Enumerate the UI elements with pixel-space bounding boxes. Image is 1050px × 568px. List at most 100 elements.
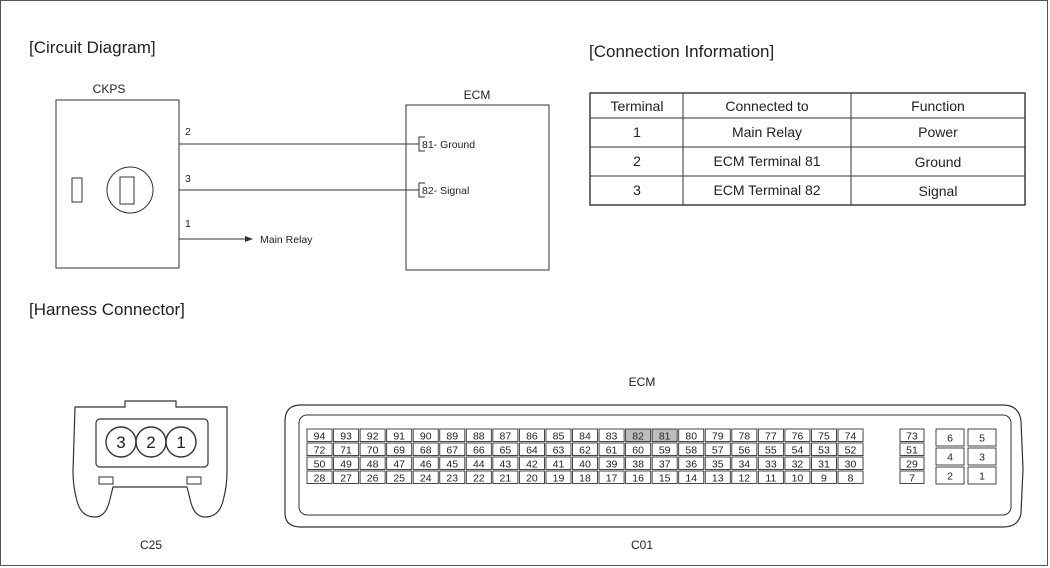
c01-pin-cell <box>899 470 925 484</box>
c01-pin-label: 53 <box>818 444 830 456</box>
c01-pin-label: 67 <box>446 444 458 456</box>
c01-pin-cell <box>784 442 811 456</box>
c01-pin-label: 17 <box>606 472 618 484</box>
ecm-pin-82-bracket <box>418 182 425 198</box>
c01-pin-label: 38 <box>632 458 644 470</box>
c01-pin-label: 58 <box>685 444 697 456</box>
c01-pin-label: 91 <box>393 430 405 442</box>
c01-pin-cell <box>572 470 598 484</box>
c01-pin-label: 48 <box>367 458 379 470</box>
c01-pin-label: 1 <box>979 471 985 483</box>
c01-pin-cell <box>678 442 705 456</box>
c01-pin-cell <box>757 470 784 484</box>
c01-label: C01 <box>631 538 653 552</box>
c01-pin-cell <box>518 442 545 456</box>
c01-pin-cell <box>651 442 678 456</box>
arrow-head-icon <box>245 236 253 242</box>
ckps-sensor-circle <box>106 166 154 214</box>
c01-pin-label: 62 <box>579 444 591 456</box>
c01-pin-cell <box>704 442 731 456</box>
c25-label: C25 <box>140 538 162 552</box>
c01-pin-cell <box>545 442 572 456</box>
c01-pin-label: 49 <box>340 458 352 470</box>
table-cell: 3 <box>633 182 641 198</box>
c01-pin-label: 85 <box>553 430 565 442</box>
c01-pin-label: 8 <box>848 472 854 484</box>
c01-pin-cell <box>439 470 466 484</box>
c01-pin-cell <box>492 470 519 484</box>
c01-pin-cell <box>598 470 625 484</box>
c01-pin-cell <box>704 456 731 470</box>
c01-pin-cell <box>935 466 965 485</box>
c01-pin-label: 61 <box>606 444 618 456</box>
c01-pin-cell <box>333 442 360 456</box>
c01-pin-cell <box>359 470 386 484</box>
c01-pin-cell <box>837 456 864 470</box>
c01-pin-cell <box>625 456 652 470</box>
c01-pin-label: 6 <box>947 433 953 445</box>
c01-pin-label: 73 <box>906 430 918 442</box>
c01-pin-cell <box>625 428 652 442</box>
ckps-sensor-element <box>119 176 135 205</box>
c01-pin-label: 19 <box>553 472 565 484</box>
c01-pin-label: 47 <box>393 458 405 470</box>
main-relay-label: Main Relay <box>260 234 313 246</box>
ecm-pin-82-text: 82- Signal <box>422 185 469 197</box>
c01-pin-label: 45 <box>446 458 458 470</box>
c01-pin-label: 21 <box>500 472 512 484</box>
c01-pin-cell <box>333 470 360 484</box>
c01-pin-cell <box>757 428 784 442</box>
c01-pin-label: 72 <box>314 444 326 456</box>
c01-pin-cell <box>651 470 678 484</box>
c01-pin-label: 50 <box>314 458 326 470</box>
c01-pin-label: 92 <box>367 430 379 442</box>
connection-table: Terminal Connected to Function 1 Main Re… <box>589 92 1026 206</box>
c01-pin-label: 12 <box>738 472 750 484</box>
c01-pin-cell <box>899 442 925 456</box>
ecm-pin-81-text: 81- Ground <box>422 139 475 151</box>
c01-pin-cell <box>784 470 811 484</box>
c01-pin-label: 42 <box>526 458 538 470</box>
c01-pin-cell <box>518 470 545 484</box>
c01-pin-label: 81 <box>659 430 671 442</box>
c01-pin-cell <box>784 456 811 470</box>
c01-pin-label: 20 <box>526 472 538 484</box>
c01-pin-label: 32 <box>792 458 804 470</box>
c01-pin-label: 86 <box>526 430 538 442</box>
c01-pin-cell <box>598 428 625 442</box>
table-header-terminal: Terminal <box>611 98 664 114</box>
c01-pin-cell <box>967 447 997 466</box>
c01-pin-label: 41 <box>553 458 565 470</box>
c01-pin-label: 87 <box>500 430 512 442</box>
c01-pin-label: 55 <box>765 444 777 456</box>
c01-pin-label: 63 <box>553 444 565 456</box>
c01-pin-cell <box>598 442 625 456</box>
c01-pin-label: 90 <box>420 430 432 442</box>
c01-pin-label: 60 <box>632 444 644 456</box>
table-cell: Main Relay <box>732 124 802 140</box>
c01-pin-label: 76 <box>792 430 804 442</box>
c01-pin-label: 15 <box>659 472 671 484</box>
c25-pin: 3 <box>116 433 125 452</box>
c01-pin-cell <box>678 428 705 442</box>
table-cell: Signal <box>919 183 958 199</box>
c01-pin-label: 28 <box>314 472 326 484</box>
c01-pin-label: 3 <box>979 452 985 464</box>
c01-pin-label: 59 <box>659 444 671 456</box>
c01-pin-cell <box>572 428 598 442</box>
c01-pin-cell <box>625 470 652 484</box>
c01-inner-shell <box>298 414 1012 516</box>
c01-pin-cell <box>704 470 731 484</box>
c01-pin-label: 89 <box>446 430 458 442</box>
c01-pin-cell <box>837 470 864 484</box>
c01-pin-label: 13 <box>712 472 724 484</box>
wire-pin-3: 3 <box>185 173 191 185</box>
c01-pin-cell <box>412 442 439 456</box>
section-title-circuit: [Circuit Diagram] <box>29 38 156 57</box>
c01-pin-label: 43 <box>500 458 512 470</box>
c01-pin-cell <box>518 428 545 442</box>
c01-pin-cell <box>757 442 784 456</box>
